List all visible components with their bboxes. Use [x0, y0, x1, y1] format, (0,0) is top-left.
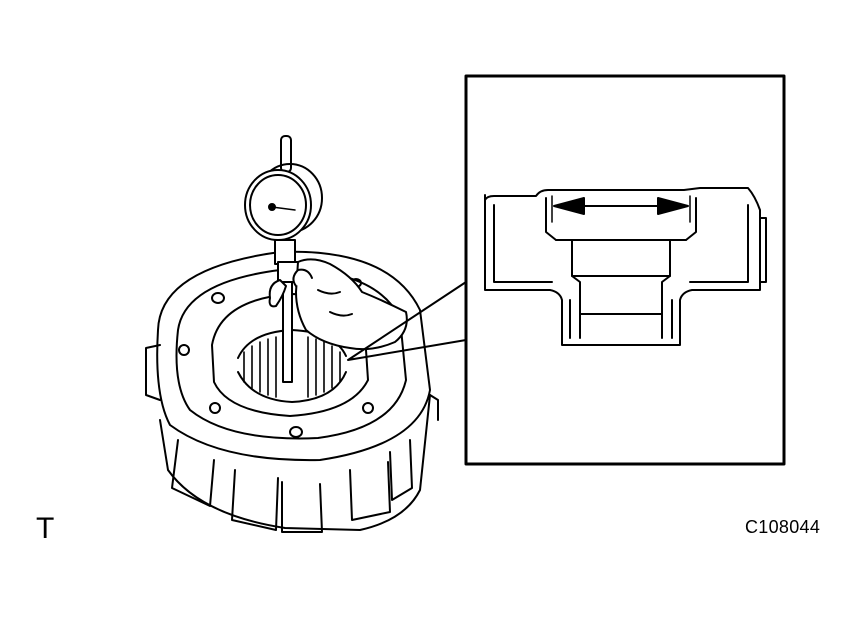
housing-lug — [390, 440, 412, 500]
bolt-hole — [179, 345, 189, 355]
figure-code-label: C108044 — [745, 517, 821, 537]
dial-gauge — [245, 136, 322, 382]
bolt-hole — [363, 403, 373, 413]
housing-skirt — [160, 395, 430, 530]
hand-finger — [293, 270, 312, 286]
spline-ring-bottom — [238, 372, 346, 402]
section-tab — [760, 218, 766, 282]
arrow-right — [658, 198, 688, 214]
corner-mark-label: T — [36, 512, 55, 545]
leader-line — [348, 282, 466, 360]
hand-knuckle — [318, 290, 340, 294]
bolt-hole — [290, 427, 302, 437]
gauge-dial-face — [245, 170, 311, 240]
housing-lug — [282, 482, 322, 532]
housing-lug — [232, 470, 278, 530]
hand-palm — [296, 259, 407, 349]
arrow-left — [554, 198, 584, 214]
housing-flange — [177, 270, 407, 439]
hand-knuckle — [330, 312, 352, 316]
gauge-dial-inner — [250, 175, 306, 235]
hand — [270, 259, 407, 349]
gauge-needle — [272, 207, 295, 210]
housing-lug — [172, 440, 214, 506]
detail-frame — [466, 76, 784, 464]
housing-right-edge — [430, 395, 438, 420]
bolt-hole — [212, 293, 224, 303]
section-outline — [485, 188, 760, 345]
section-wall-left — [494, 205, 552, 282]
housing-lug — [350, 462, 390, 520]
housing-side-tab — [146, 345, 160, 400]
spline-teeth — [244, 337, 340, 397]
gauge-neck — [275, 240, 295, 264]
gauge-rod — [283, 282, 292, 382]
bolt-hole — [210, 403, 220, 413]
detail-inset — [466, 76, 784, 464]
hand-thumb — [270, 280, 286, 306]
housing-outer-rim — [157, 252, 430, 460]
gauge-plunger — [281, 136, 291, 172]
section-wall-right — [690, 205, 748, 282]
